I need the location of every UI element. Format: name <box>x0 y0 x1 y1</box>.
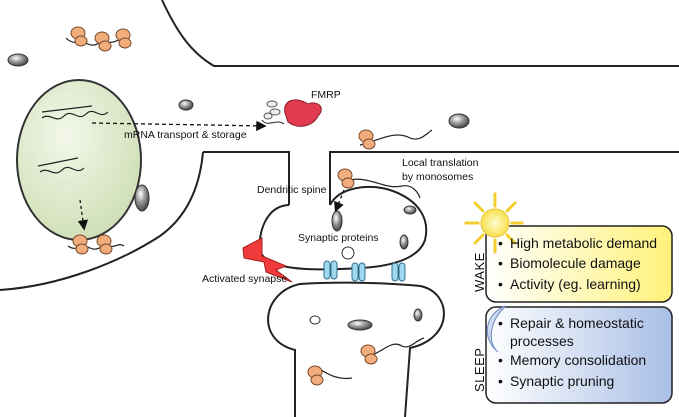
sleep-item: processes <box>510 333 574 349</box>
receptor <box>358 262 366 282</box>
organelle <box>7 53 29 67</box>
sleep-list: • Repair & homeostatic processes • Memor… <box>498 315 646 389</box>
fmrp-label: FMRP <box>311 89 341 101</box>
sleep-item: Repair & homeostatic <box>510 315 644 331</box>
wake-panel: WAKE • High metabolic demand • Biomolecu… <box>464 192 673 303</box>
organelle <box>413 308 423 322</box>
sleep-title: SLEEP <box>472 348 487 392</box>
organelle <box>134 184 150 212</box>
activation-lightning-icon <box>242 237 293 283</box>
soma-upper-membrane <box>161 0 679 67</box>
fmrp-protein <box>284 99 322 127</box>
receptor <box>351 262 359 282</box>
mrna-transport-label: mRNA transport & storage <box>124 129 247 141</box>
polysome-soma-top <box>65 26 132 52</box>
organelle <box>403 205 417 215</box>
organelle <box>341 246 355 260</box>
receptor <box>391 262 399 282</box>
sleep-bullet: • <box>498 373 503 389</box>
synaptic-receptors <box>323 260 406 282</box>
monosome-label: by monosomes <box>402 171 473 183</box>
monosome-dendrite <box>358 129 433 150</box>
polysome-soma-bottom <box>67 234 125 255</box>
sleep-item: Memory consolidation <box>510 352 646 368</box>
monosome-spine <box>337 168 421 199</box>
organelle <box>331 210 343 232</box>
organelle <box>399 234 409 250</box>
receptor <box>330 260 338 280</box>
sun-icon <box>464 192 524 254</box>
wake-item: Biomolecule damage <box>510 255 641 271</box>
activated-synapse-label: Activated synapse <box>202 273 287 285</box>
sleep-panel: SLEEP • Repair & homeostatic processes •… <box>472 305 673 404</box>
fmrp-granule <box>261 99 322 127</box>
wake-bullet: • <box>498 276 503 292</box>
transport-arrow <box>91 120 267 132</box>
sleep-bullet: • <box>498 352 503 368</box>
soma-lower-membrane <box>0 151 204 291</box>
local-translation-label: Local translation <box>402 157 479 169</box>
wake-box <box>485 225 673 303</box>
receptor <box>323 260 331 280</box>
nucleus-export-arrow <box>77 199 89 231</box>
wake-list: • High metabolic demand • Biomolecule da… <box>498 235 657 292</box>
sleep-item: Synaptic pruning <box>510 373 614 389</box>
nuclear-mrna <box>37 105 109 174</box>
wake-item: Activity (eg. learning) <box>510 276 641 292</box>
monosome-postsynaptic <box>307 337 425 386</box>
wake-item: High metabolic demand <box>510 235 657 251</box>
organelle <box>347 319 373 331</box>
organelle <box>448 113 470 129</box>
neuron-outline <box>0 0 679 291</box>
nucleus <box>16 79 142 241</box>
dendrite-right-lower-membrane <box>329 151 679 208</box>
receptor <box>398 262 406 282</box>
dendritic-spine-label: Dendritic spine <box>257 184 327 196</box>
sleep-bullet: • <box>498 315 503 331</box>
wake-bullet: • <box>498 235 503 251</box>
organelle <box>309 315 321 325</box>
wake-title: WAKE <box>472 252 487 292</box>
synaptic-proteins-label: Synaptic proteins <box>298 232 379 244</box>
organelle <box>178 99 194 111</box>
sleep-box <box>485 306 673 404</box>
dendrite-lower-membrane <box>203 151 290 208</box>
moon-icon <box>486 305 507 353</box>
postsynaptic-terminal <box>267 281 445 417</box>
wake-bullet: • <box>498 255 503 271</box>
